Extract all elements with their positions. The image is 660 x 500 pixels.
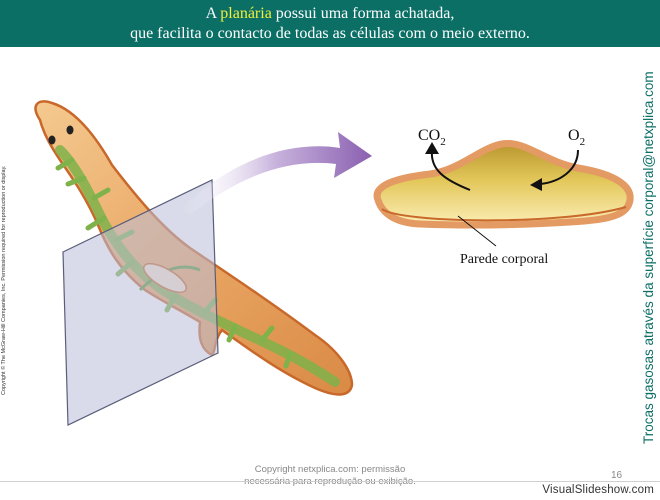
wall-label: Parede corporal — [460, 252, 548, 267]
title-line-2: que facilita o contacto de todas as célu… — [130, 25, 530, 42]
slide-title: A planária possui uma forma achatada, qu… — [0, 0, 660, 47]
right-eye — [66, 125, 74, 135]
footer-note: Copyright netxplica.com: permissão neces… — [220, 464, 440, 488]
footer-divider — [0, 481, 660, 482]
side-caption: Trocas gasosas através da superfície cor… — [641, 71, 656, 444]
page-number: 16 — [611, 470, 623, 481]
watermark: VisualSlideshow.com — [542, 484, 654, 496]
co2-out-arrow — [430, 149, 471, 191]
co2-arrowhead — [425, 142, 439, 154]
wall-label-leader — [457, 215, 497, 247]
body-cross-section — [373, 140, 634, 229]
magnify-arrow — [180, 132, 372, 215]
o2-arrowhead — [530, 178, 542, 191]
gas-in-label: O2 — [568, 127, 585, 148]
planarian-diagram: CO2 O2 Parede corporal — [34, 100, 634, 426]
left-eye — [48, 135, 56, 145]
title-line-1: A planária possui uma forma achatada, — [205, 5, 455, 22]
gas-out-label: CO2 — [418, 127, 446, 148]
footer-note-line-1: Copyright netxplica.com: permissão — [254, 464, 406, 475]
figure-copyright: Copyright © The McGraw-Hill Companies, I… — [1, 165, 7, 395]
title-highlight: planária — [220, 5, 272, 22]
o2-in-arrow — [539, 149, 579, 185]
section-plane — [62, 179, 219, 426]
footer-note-line-2: necessária para reprodução ou exibição. — [220, 476, 440, 488]
